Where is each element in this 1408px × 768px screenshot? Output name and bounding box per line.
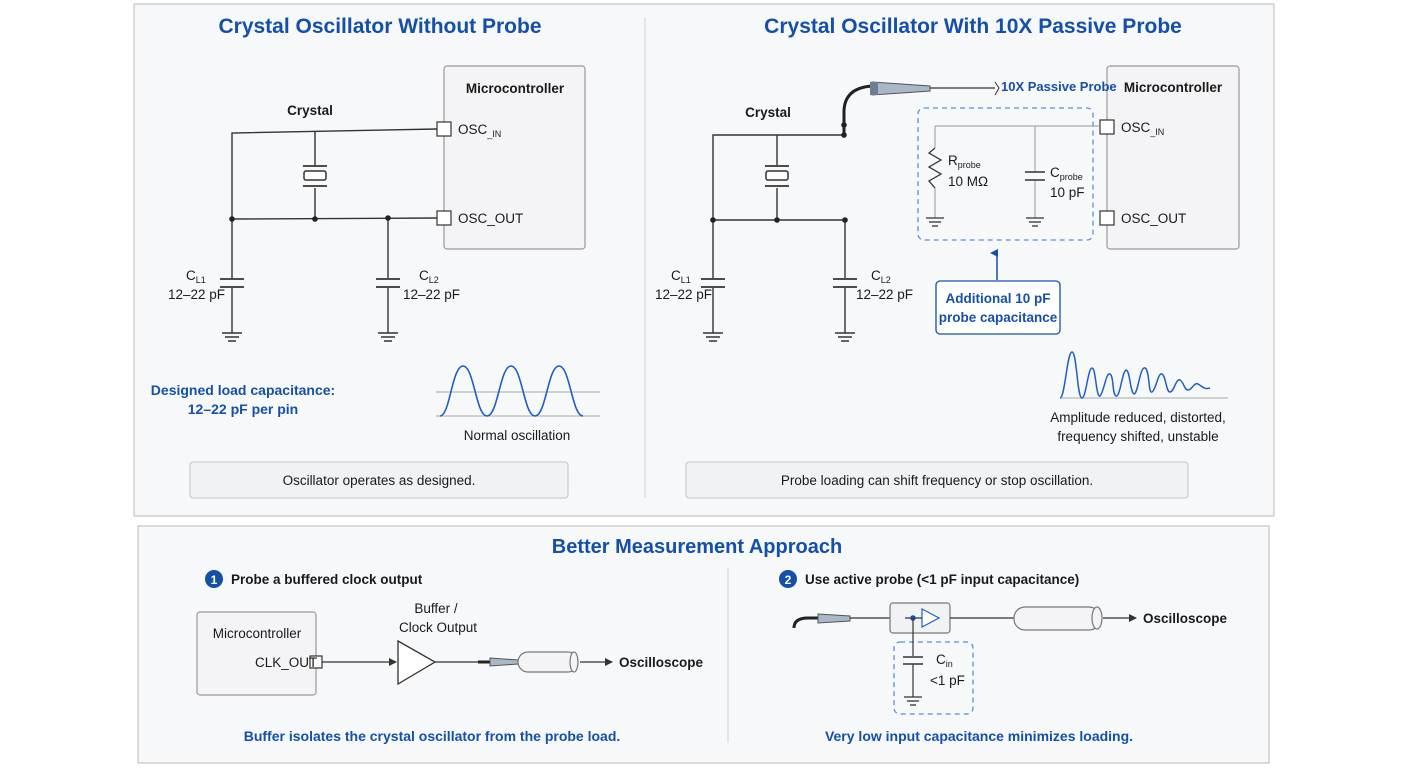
left-cl1-value: 12–22 pF	[168, 287, 225, 302]
left-ground-2	[378, 332, 398, 342]
step2-note: Very low input capacitance minimizes loa…	[825, 728, 1133, 744]
step1-mcu-box	[196, 611, 317, 696]
right-wave-caption-line2: frequency shifted, unstable	[1057, 429, 1218, 444]
probe-ground-2	[1026, 217, 1044, 227]
left-status-text: Oscillator operates as designed.	[283, 473, 476, 488]
rprobe-value: 10 MΩ	[948, 174, 988, 189]
right-ground-2	[835, 332, 855, 342]
callout-line2: probe capacitance	[939, 310, 1058, 325]
left-osc-in-label: OSC_IN	[458, 122, 501, 139]
left-circuit-wires	[231, 128, 438, 333]
right-ground-1	[703, 332, 723, 342]
right-status-box	[685, 461, 1189, 499]
step2-badge	[779, 570, 797, 588]
cprobe-label: Cprobe	[1050, 165, 1083, 182]
left-osc-out-label: OSC_OUT	[458, 211, 523, 226]
left-cl1-label: CL1	[186, 268, 206, 285]
right-crystal-label: Crystal	[745, 105, 791, 120]
left-cl1-capacitor	[220, 278, 244, 288]
left-cl2-label: CL2	[419, 268, 439, 285]
left-title: Crystal Oscillator Without Probe	[218, 15, 541, 38]
step1-note: Buffer isolates the crystal oscillator f…	[244, 728, 621, 744]
step1-mcu-label: Microcontroller	[213, 626, 302, 641]
left-crystal-symbol	[303, 165, 327, 187]
left-osc-out-pin	[436, 210, 452, 226]
right-cl1-label: CL1	[671, 268, 691, 285]
step1-probe-icon	[478, 651, 579, 673]
right-passive-probe	[842, 81, 1000, 136]
cprobe-value: 10 pF	[1050, 185, 1085, 200]
left-cl2-capacitor	[376, 278, 400, 288]
probe-model-box	[917, 107, 1094, 241]
right-cl2-value: 12–22 pF	[856, 287, 913, 302]
bottom-panel	[137, 525, 1270, 764]
left-design-line1: Designed load capacitance:	[151, 382, 335, 398]
left-ground-1	[222, 332, 242, 342]
right-cl1-capacitor	[701, 278, 725, 288]
top-panel	[133, 3, 1275, 517]
right-osc-in-pin	[1099, 119, 1115, 135]
step1-badge	[205, 570, 223, 588]
buffer-label-line2: Clock Output	[399, 620, 477, 635]
left-mcu-label: Microcontroller	[466, 81, 565, 96]
step2-scope-label: Oscilloscope	[1143, 611, 1228, 626]
right-osc-in-label: OSC_IN	[1121, 120, 1164, 137]
right-osc-out-label: OSC_OUT	[1121, 211, 1186, 226]
rprobe-resistor	[927, 147, 943, 189]
left-junction-dots	[229, 215, 391, 222]
left-design-line2: 12–22 pF per pin	[188, 401, 298, 417]
probe-ground-1	[926, 217, 944, 227]
clk-out-label: CLK_OUT	[255, 655, 317, 670]
right-osc-out-pin	[1099, 210, 1115, 226]
right-mcu-box	[1106, 65, 1240, 250]
right-cl2-label: CL2	[871, 268, 891, 285]
step1-label: Probe a buffered clock output	[231, 572, 423, 587]
step1-number: 1	[211, 573, 218, 587]
right-distorted-wave	[1059, 351, 1228, 399]
rprobe-label: Rprobe	[948, 153, 981, 170]
step2-cable-icon	[1013, 606, 1103, 631]
step2-label: Use active probe (<1 pF input capacitanc…	[805, 572, 1079, 587]
right-status-text: Probe loading can shift frequency or sto…	[781, 473, 1093, 488]
cprobe-capacitor	[1025, 171, 1045, 181]
cin-label: Cin	[936, 652, 953, 669]
active-probe-tip	[792, 613, 851, 629]
left-crystal-label: Crystal	[287, 103, 333, 118]
left-status-box	[189, 461, 569, 499]
right-mcu-label: Microcontroller	[1124, 80, 1223, 95]
buffer-symbol	[397, 639, 437, 686]
left-normal-wave	[436, 365, 600, 417]
probe-model-wires	[934, 125, 1100, 218]
right-cl1-value: 12–22 pF	[655, 287, 712, 302]
bottom-title: Better Measurement Approach	[552, 536, 842, 558]
cin-value: <1 pF	[930, 673, 965, 688]
callout-line1: Additional 10 pF	[945, 291, 1050, 306]
right-wave-caption-line1: Amplitude reduced, distorted,	[1050, 410, 1226, 425]
callout-box	[935, 280, 1061, 335]
right-crystal-symbol	[765, 165, 789, 187]
right-cl2-capacitor	[833, 278, 857, 288]
left-cl2-value: 12–22 pF	[403, 287, 460, 302]
buffer-label-line1: Buffer /	[414, 601, 458, 616]
left-wave-caption: Normal oscillation	[464, 428, 571, 443]
right-probe-label: 10X Passive Probe	[1001, 79, 1117, 94]
step1-scope-label: Oscilloscope	[619, 655, 704, 670]
left-mcu-box	[443, 65, 586, 250]
step2-number: 2	[785, 573, 792, 587]
right-title: Crystal Oscillator With 10X Passive Prob…	[764, 15, 1182, 38]
cin-ground	[904, 696, 922, 706]
left-osc-in-pin	[436, 121, 452, 137]
